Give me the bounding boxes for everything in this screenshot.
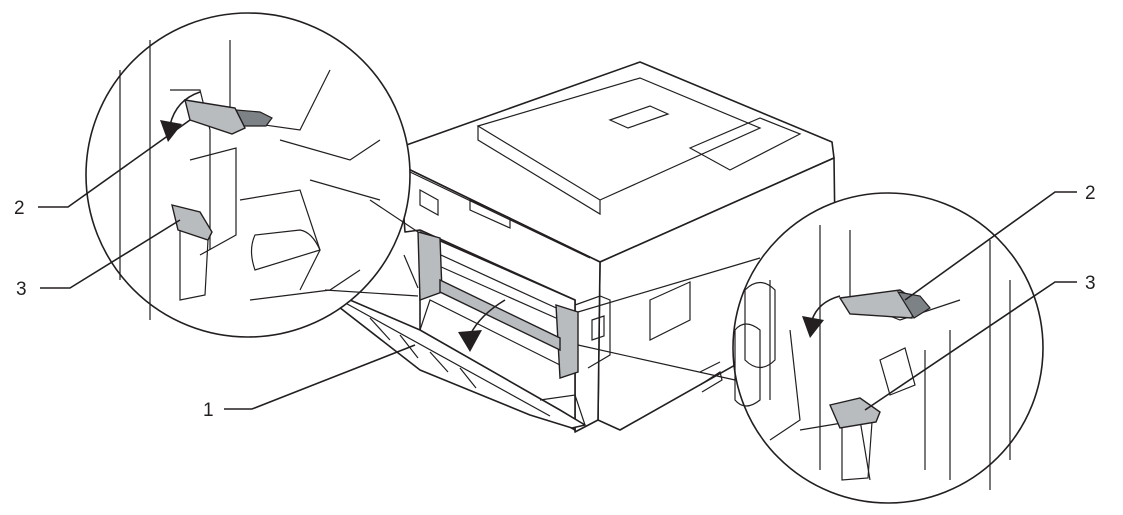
callout-left-tab: 3 (16, 279, 27, 300)
right-lever-arrow-icon (802, 316, 824, 338)
left-lever-2 (184, 99, 246, 135)
right-magnified-view (732, 192, 1044, 504)
left-lever-arrow-icon (160, 120, 182, 142)
left-magnified-view (85, 12, 411, 338)
callout-right-tab: 3 (1085, 273, 1096, 294)
callout-leaders (38, 119, 1077, 411)
cover-arrow-icon (458, 330, 482, 352)
callout-cover: 1 (203, 400, 214, 421)
right-fuser-lever (555, 304, 579, 379)
callout-left-lever: 2 (14, 198, 25, 219)
back-cover-open (321, 287, 723, 429)
printer-body (397, 61, 837, 433)
left-tab-3 (171, 204, 213, 241)
right-tab-3 (829, 397, 881, 429)
left-fuser-lever (417, 231, 443, 301)
callout-right-lever: 2 (1085, 183, 1096, 204)
